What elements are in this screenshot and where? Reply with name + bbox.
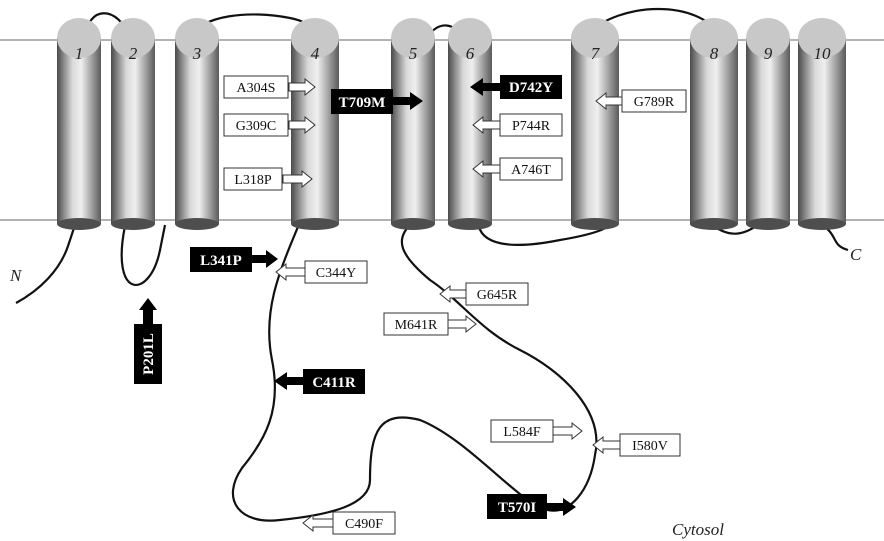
mutation-L341P: L341P <box>190 247 278 272</box>
helix-9: 9 <box>746 18 790 230</box>
helix-2: 2 <box>111 18 155 230</box>
mutation-P744R-label: P744R <box>512 119 551 134</box>
helix-8-label: 8 <box>710 44 719 63</box>
mutation-C344Y: C344Y <box>276 261 367 283</box>
mutation-L318P-label: L318P <box>234 173 272 188</box>
mutation-T709M-label: T709M <box>339 95 386 111</box>
n-terminus-label: N <box>9 266 23 285</box>
arrow-left-icon <box>276 264 305 280</box>
mutation-A304S-label: A304S <box>237 81 276 96</box>
helix-4-label: 4 <box>311 44 320 63</box>
helix-5-label: 5 <box>409 44 418 63</box>
helix-1-label: 1 <box>75 44 84 63</box>
mutation-P201L: P201L <box>134 298 162 384</box>
mutation-I580V: I580V <box>593 434 680 456</box>
arrow-right-icon <box>553 423 582 439</box>
mutation-M641R: M641R <box>384 313 476 335</box>
mutation-G645R: G645R <box>440 283 528 305</box>
helix-9-label: 9 <box>764 44 773 63</box>
helix-7: 7 <box>571 18 619 230</box>
arrow-up-icon <box>139 298 157 324</box>
mutation-I580V-label: I580V <box>632 439 668 454</box>
helix-1: 1 <box>57 18 101 230</box>
mutation-L584F-label: L584F <box>503 425 541 440</box>
mutation-G309C-label: G309C <box>236 119 276 134</box>
mutation-L584F: L584F <box>491 420 582 442</box>
helix-3: 3 <box>175 18 219 230</box>
arrow-right-icon <box>252 250 278 268</box>
mutation-T570I-label: T570I <box>498 500 537 516</box>
c-terminus-label: C <box>850 245 862 264</box>
helix-10: 10 <box>798 18 846 230</box>
mutation-G645R-label: G645R <box>477 288 518 303</box>
mutation-C411R: C411R <box>274 369 365 394</box>
helix-10-label: 10 <box>814 44 832 63</box>
cytosol-label: Cytosol <box>672 520 724 539</box>
helix-3-label: 3 <box>192 44 202 63</box>
mutation-A746T-label: A746T <box>511 163 551 178</box>
arrow-right-icon <box>547 498 576 516</box>
mutation-M641R-label: M641R <box>395 318 438 333</box>
helix-2-label: 2 <box>129 44 138 63</box>
arrow-right-icon <box>448 316 476 332</box>
arrow-left-icon <box>274 372 303 390</box>
mutation-G789R-label: G789R <box>634 95 675 110</box>
helix-6-label: 6 <box>466 44 475 63</box>
mutation-C344Y-label: C344Y <box>316 266 356 281</box>
mutation-T570I: T570I <box>487 494 576 519</box>
mutation-L341P-label: L341P <box>200 253 242 269</box>
mutation-P201L-label: P201L <box>141 333 157 375</box>
mutation-D742Y-label: D742Y <box>509 80 553 96</box>
mutation-C490F-label: C490F <box>345 517 383 532</box>
helix-8: 8 <box>690 18 738 230</box>
helix-5: 5 <box>391 18 435 230</box>
mutation-C411R-label: C411R <box>312 375 356 391</box>
